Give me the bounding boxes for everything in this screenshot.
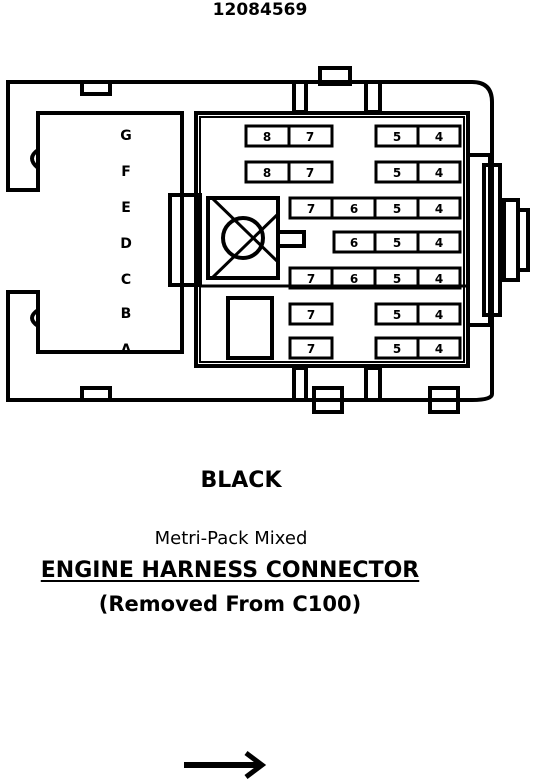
connector-type-label: Metri-Pack Mixed [154,528,308,549]
connector-note: (Removed From C100) [98,592,362,616]
row-letter-e: E [121,200,131,216]
pin-f-7: 7 [306,166,314,180]
pin-a-5: 5 [393,342,401,356]
arrow-right-icon [184,751,267,779]
row-letter-c: C [121,272,131,288]
row-letter-b: B [121,306,132,322]
connector-color-label: BLACK [200,468,282,493]
connector-name-heading: ENGINE HARNESS CONNECTOR [40,558,420,583]
pin-row-d: 6 5 4 [332,230,462,254]
connector-housing [6,66,530,414]
pin-row-b: 7 5 4 [288,302,462,326]
pin-c-4: 4 [435,272,443,286]
pin-e-7: 7 [307,202,315,216]
pin-a-7: 7 [307,342,315,356]
pin-c-6: 6 [350,272,358,286]
pin-e-5: 5 [393,202,401,216]
pin-e-4: 4 [435,202,443,216]
pin-d-4: 4 [435,236,443,250]
pin-c-7: 7 [307,272,315,286]
pin-g-7: 7 [306,130,314,144]
pin-d-6: 6 [350,236,358,250]
pin-b-7: 7 [307,308,315,322]
pin-row-c: 7 6 5 4 [288,266,462,290]
pin-e-6: 6 [350,202,358,216]
pin-g-8: 8 [263,130,271,144]
part-number: 12084569 [212,0,308,20]
pin-g-4: 4 [435,130,443,144]
pin-f-4: 4 [435,166,443,180]
pin-b-4: 4 [435,308,443,322]
pin-f-5: 5 [393,166,401,180]
pin-f-8: 8 [263,166,271,180]
row-letter-d: D [120,236,132,252]
pin-row-a: 7 5 4 [288,336,462,360]
pin-row-f: 8 7 5 4 [244,160,462,184]
connector-face-diagram: G F E D C B A 8 7 5 4 8 7 5 4 7 6 5 4 [6,66,530,414]
pin-d-5: 5 [393,236,401,250]
pin-c-5: 5 [393,272,401,286]
pin-row-e: 7 6 5 4 [288,196,462,220]
row-letter-a: A [121,342,132,358]
row-letter-g: G [120,128,132,144]
pin-g-5: 5 [393,130,401,144]
row-letter-f: F [121,164,131,180]
pin-b-5: 5 [393,308,401,322]
pin-a-4: 4 [435,342,443,356]
pin-row-g: 8 7 5 4 [244,124,462,148]
